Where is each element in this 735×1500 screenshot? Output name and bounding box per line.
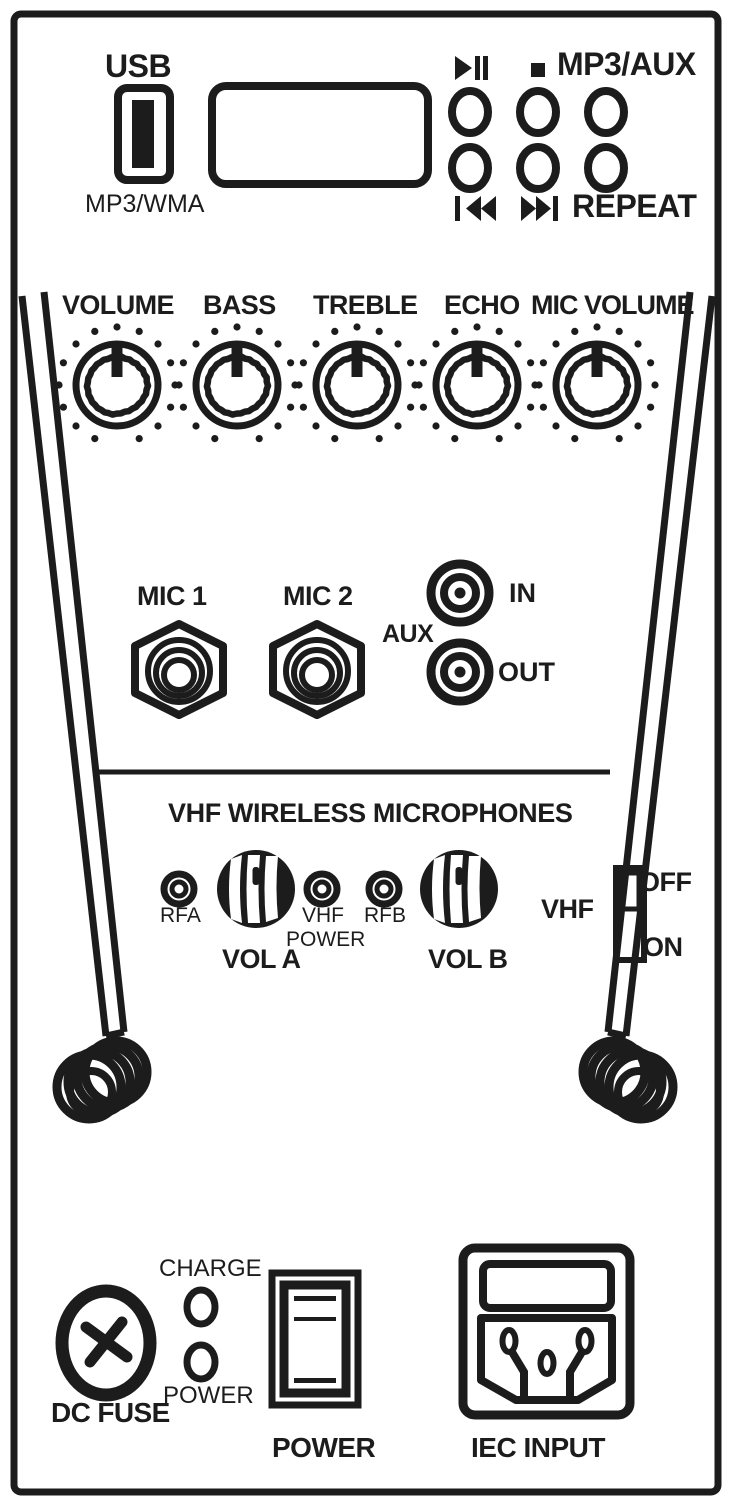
previous-track-icon	[455, 196, 496, 221]
usb-slot-icon	[114, 84, 174, 184]
power-indicator	[183, 1341, 219, 1383]
stop-icon	[531, 63, 545, 77]
volume-knob-control[interactable]	[72, 340, 162, 430]
echo-knob-label: ECHO	[444, 290, 520, 320]
previous-track-button[interactable]	[448, 143, 492, 193]
usb-port[interactable]	[114, 84, 174, 184]
left-antenna	[18, 291, 128, 1040]
iec-input-label: IEC INPUT	[471, 1432, 605, 1463]
dc-fuse-control[interactable]	[56, 1285, 156, 1401]
vhf-power-label-line1: VHF	[302, 904, 344, 927]
echo-knob-control[interactable]	[432, 340, 522, 430]
vhf-power-indicator	[304, 871, 340, 907]
vhf-switch-on-label: ON	[643, 932, 683, 962]
vhf-section-title: VHF WIRELESS MICROPHONES	[168, 798, 573, 828]
power-rocker-switch	[268, 1269, 362, 1409]
mp3-aux-label: MP3/AUX	[557, 46, 696, 82]
mic-volume-knob-control[interactable]	[552, 340, 642, 430]
repeat-label: REPEAT	[572, 188, 697, 224]
vol-b-label: VOL B	[428, 944, 508, 974]
vol-b-knob-control[interactable]	[418, 848, 500, 930]
treble-knob-label: TREBLE	[313, 290, 418, 320]
iec-power-inlet[interactable]	[459, 1244, 634, 1419]
transport-button-circles	[448, 87, 628, 193]
power-switch-control[interactable]	[268, 1269, 362, 1409]
power-led	[183, 1341, 219, 1383]
volume-knob-label: VOLUME	[62, 290, 175, 320]
rfa-label: RFA	[160, 904, 201, 927]
mic2-input-jack[interactable]	[269, 620, 365, 718]
mp3-aux-button[interactable]	[584, 87, 628, 137]
iec-input-socket	[458, 1243, 635, 1420]
usb-label: USB	[105, 48, 172, 84]
vhf-switch-off-label: OFF	[639, 867, 692, 897]
rfb-indicator	[366, 871, 402, 907]
next-track-button[interactable]	[516, 143, 560, 193]
dc-fuse-label: DC FUSE	[51, 1397, 170, 1428]
bass-knob-label: BASS	[203, 290, 276, 320]
mic1-input-jack[interactable]	[131, 620, 227, 718]
power-led-label: POWER	[163, 1382, 254, 1409]
dc-fuse-holder	[55, 1284, 157, 1402]
mic2-label: MIC 2	[283, 581, 353, 611]
lcd-display-screen	[208, 82, 432, 188]
vol-a-label: VOL A	[222, 944, 301, 974]
next-track-icon	[521, 196, 558, 221]
treble-knob-control[interactable]	[312, 340, 402, 430]
stop-button[interactable]	[516, 87, 560, 137]
aux-out-label: OUT	[498, 657, 555, 687]
rfa-indicator	[161, 871, 197, 907]
repeat-button[interactable]	[584, 143, 628, 193]
mic1-label: MIC 1	[137, 581, 207, 611]
vhf-power-label-line2: POWER	[286, 928, 366, 951]
right-antenna	[604, 291, 716, 1040]
charge-indicator	[183, 1286, 219, 1328]
aux-out-connector[interactable]	[427, 639, 493, 705]
power-switch-label: POWER	[272, 1432, 376, 1463]
bass-knob-control[interactable]	[192, 340, 282, 430]
aux-in-label: IN	[509, 578, 536, 608]
charge-led	[183, 1286, 219, 1328]
vhf-switch-label: VHF	[541, 894, 594, 924]
vol-a-knob-control[interactable]	[215, 848, 297, 930]
vhf-power-toggle[interactable]	[612, 864, 650, 964]
play-pause-button[interactable]	[448, 87, 492, 137]
aux-in-connector[interactable]	[427, 560, 493, 626]
charge-led-label: CHARGE	[159, 1255, 262, 1282]
play-pause-icon	[455, 56, 488, 80]
display-screen	[208, 82, 432, 188]
aux-label: AUX	[382, 620, 434, 648]
usb-sublabel: MP3/WMA	[85, 190, 205, 218]
mic-volume-knob-label: MIC VOLUME	[531, 290, 694, 320]
rfb-label: RFB	[364, 904, 406, 927]
